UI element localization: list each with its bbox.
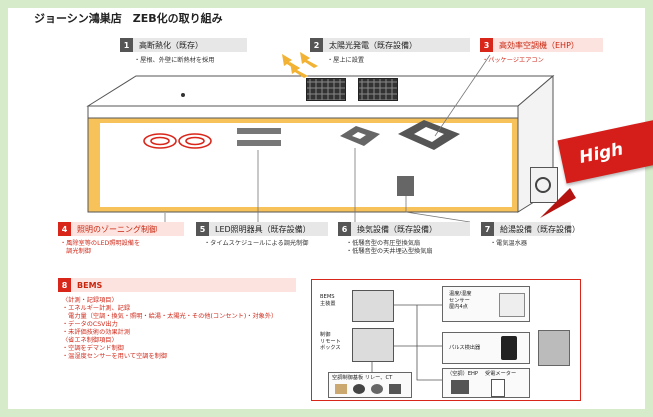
bems-main-unit-icon — [352, 290, 394, 322]
item-6-label: 換気設備（既存設備） — [357, 224, 437, 234]
ehp-meter-box: （空調）EHP 受電メーター — [442, 368, 530, 398]
led-bar-icon — [237, 128, 281, 134]
item-4-header: 4 照明のゾーニング制御 — [58, 222, 184, 236]
item-7-number: 7 — [481, 222, 494, 236]
item-4-note-2: 調光制御 — [60, 248, 91, 255]
item-6-note-2: ・低騒音型の天井埋込型換気扇 — [346, 248, 433, 255]
item-7-note: ・電気温水器 — [490, 240, 528, 247]
diagram-connectors — [371, 304, 442, 381]
item-5-label: LED照明器具（既存設備） — [215, 224, 311, 234]
meter-photo-icon — [538, 330, 570, 366]
item-6-header: 6 換気設備（既存設備） — [338, 222, 470, 236]
water-heater-icon — [397, 176, 414, 196]
item-7-header: 7 給湯設備（既存設備） — [481, 222, 580, 236]
sunlight-arrows-icon — [282, 52, 318, 78]
item-1-number: 1 — [120, 38, 133, 52]
bems-line: 〈計測・記録項目〉 — [62, 297, 118, 304]
insulation-marker-dot — [181, 93, 185, 97]
ehp-label: （空調）EHP — [447, 371, 479, 377]
sensor-icon — [499, 293, 525, 317]
bems-system-diagram: BEMS 主装置 制御 リモート ボックス 空調制御基板 リレー、CT 温度/湿… — [311, 279, 581, 401]
pulse-label: パルス検出器 — [449, 345, 481, 351]
item-2-note: ・屋上に設置 — [327, 57, 365, 64]
bems-line: 〈省エネ制御項目〉 — [62, 337, 118, 344]
bems-line: ・温湿度センサーを用いて空調を制御 — [62, 353, 168, 360]
sensor-box: 温度/湿度 センサー 屋内4点 — [442, 286, 530, 322]
meter-icon — [491, 379, 505, 397]
led-bar-icon — [237, 140, 281, 146]
item-3-label: 高効率空調機（EHP） — [499, 40, 579, 50]
item-8-number: 8 — [58, 278, 71, 292]
ct-icon — [353, 384, 365, 394]
item-1-label: 高断熱化（既存） — [139, 40, 203, 50]
downlight-icon — [143, 133, 212, 149]
solar-panel-icon — [306, 78, 346, 101]
bems-line: ・空調をデマンド制御 — [62, 345, 124, 352]
bems-line: 電力量（空調・換気・照明・給湯・太陽光・その他(コンセント)・対象外） — [62, 313, 278, 320]
pulse-box: パルス検出器 — [442, 332, 530, 364]
item-3-number: 3 — [480, 38, 493, 52]
item-2-header: 2 太陽光発電（既存設備） — [310, 38, 470, 52]
page-title: ジョーシン鴻巣店 ZEB化の取り組み — [34, 12, 223, 25]
item-5-note: ・タイムスケジュールによる調光制御 — [204, 240, 309, 247]
item-4-label: 照明のゾーニング制御 — [77, 224, 157, 234]
meter-label: 受電メーター — [485, 371, 517, 377]
relay-icon — [389, 384, 401, 394]
item-1-header: 1 高断熱化（既存） — [120, 38, 247, 52]
badge-pointer — [540, 188, 576, 218]
item-1-note: ・屋根、外壁に断熱材を採用 — [134, 57, 215, 64]
item-3-note: ・パッケージエアコン — [482, 57, 544, 64]
item-6-number: 6 — [338, 222, 351, 236]
item-7-label: 給湯設備（既存設備） — [500, 224, 580, 234]
item-2-number: 2 — [310, 38, 323, 52]
ceiling-aircon-icon — [398, 120, 460, 150]
control-box-label: 制御 リモート ボックス — [320, 332, 341, 351]
bems-line: ・データのCSV出力 — [62, 321, 118, 328]
item-6-note-1: ・低騒音型の有圧型換気扇 — [346, 240, 421, 247]
item-8-header: 8 BEMS — [58, 278, 296, 292]
item-2-label: 太陽光発電（既存設備） — [329, 40, 417, 50]
item-5-number: 5 — [196, 222, 209, 236]
sensor-label: 温度/湿度 センサー 屋内4点 — [449, 291, 472, 310]
aircon-board-box: 空調制御基板 リレー、CT — [328, 372, 412, 398]
relay-icon — [335, 384, 347, 394]
ventilation-fan-icon — [340, 126, 380, 146]
control-box-icon — [352, 328, 394, 362]
ehp-icon — [451, 380, 469, 394]
roof-edge — [87, 105, 519, 119]
item-5-header: 5 LED照明器具（既存設備） — [196, 222, 328, 236]
bems-line: ・未評価技術の効果計測 — [62, 329, 131, 336]
bems-line: ・エネルギー計測、記録 — [62, 305, 131, 312]
item-3-header: 3 高効率空調機（EHP） — [480, 38, 603, 52]
high-badge-text: High — [577, 139, 626, 169]
outdoor-unit-icon — [530, 167, 558, 203]
solar-panel-icon — [358, 78, 398, 101]
bems-main-label: BEMS 主装置 — [320, 294, 336, 307]
bems-description: 〈計測・記録項目〉 ・エネルギー計測、記録 電力量（空調・換気・照明・給湯・太陽… — [62, 297, 277, 361]
ct-icon — [371, 384, 383, 394]
aircon-board-label: 空調制御基板 リレー、CT — [332, 375, 393, 381]
pulse-detector-icon — [501, 336, 517, 360]
item-8-label: BEMS — [77, 280, 103, 290]
item-4-note-1: ・風除室等のLED照明設備を — [60, 240, 141, 247]
item-4-number: 4 — [58, 222, 71, 236]
